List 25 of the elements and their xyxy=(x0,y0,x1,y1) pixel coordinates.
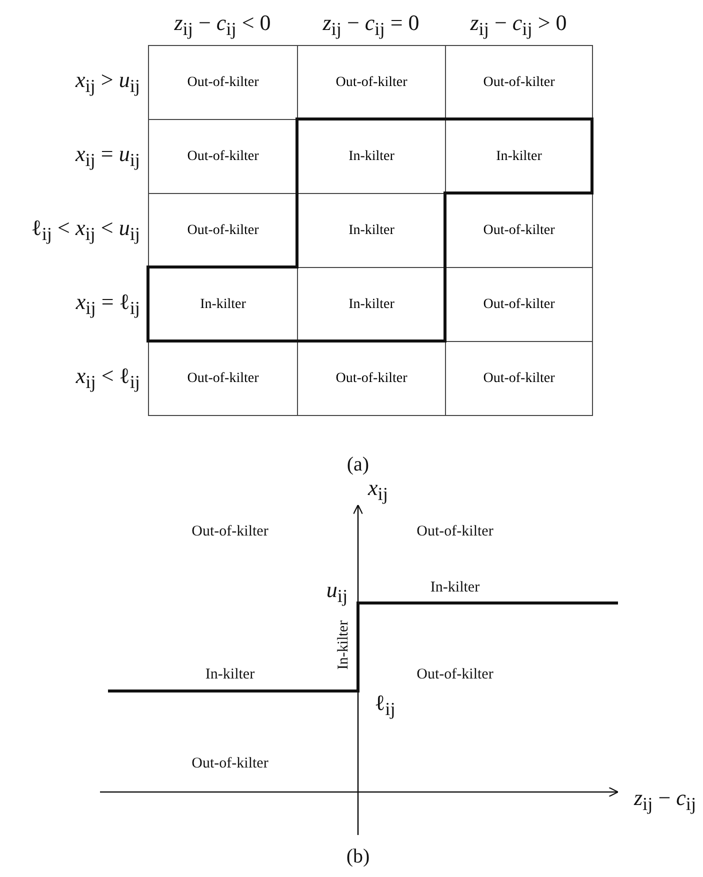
region-label: Out-of-kilter xyxy=(416,524,494,540)
row-header: x$_{ij}$ < ℓ$_{ij}$ xyxy=(76,362,140,394)
region-label: Out-of-kilter xyxy=(416,666,494,684)
row-header: ℓ$_{ij}$ < x$_{ij}$ < u$_{ij}$ xyxy=(31,214,140,246)
table-cell: Out-of-kilter xyxy=(445,45,593,120)
table-cell: Out-of-kilter xyxy=(148,45,298,120)
axis-label: x$_{ij}$ xyxy=(368,474,388,506)
table-cell: Out-of-kilter xyxy=(148,341,298,416)
column-header: z$_{ij}$ − c$_{ij}$ < 0 xyxy=(174,10,271,40)
row-header: x$_{ij}$ > u$_{ij}$ xyxy=(75,66,140,98)
axis-label: z$_{ij}$ − c$_{ij}$ xyxy=(634,784,696,816)
panel-caption: (b) xyxy=(346,846,370,868)
tick-label: u$_{ij}$ xyxy=(326,576,348,608)
curve-label: In-kilter xyxy=(430,580,480,596)
region-label: Out-of-kilter xyxy=(192,524,268,540)
curve-label: In-kilter xyxy=(205,666,255,684)
column-header: z$_{ij}$ − c$_{ij}$ = 0 xyxy=(322,10,420,40)
row-header: x$_{ij}$ = u$_{ij}$ xyxy=(75,140,140,172)
region-label: Out-of-kilter xyxy=(192,756,268,772)
table-cell: Out-of-kilter xyxy=(445,341,593,416)
column-header: z$_{ij}$ − c$_{ij}$ > 0 xyxy=(470,10,567,40)
tick-label: ℓ$_{ij}$ xyxy=(374,690,396,720)
row-header: x$_{ij}$ = ℓ$_{ij}$ xyxy=(76,288,140,320)
panel-caption: (a) xyxy=(346,454,370,476)
curve-label: In-kilter xyxy=(336,620,352,670)
